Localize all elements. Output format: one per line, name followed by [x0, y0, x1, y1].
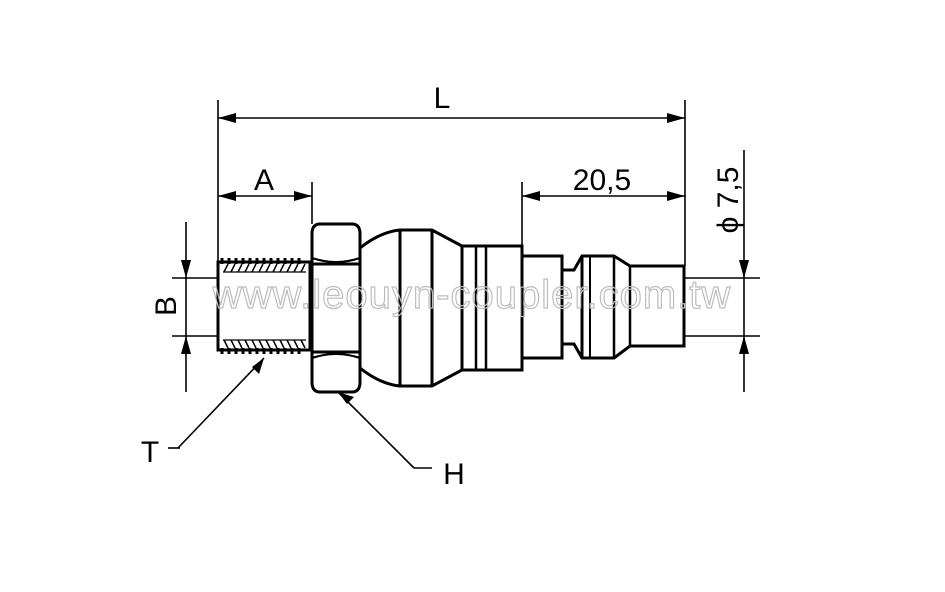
watermark-text: www.leouyn-coupler.com.tw	[212, 273, 732, 317]
callout-leaders	[168, 357, 432, 469]
dimension-plug-length	[522, 191, 685, 201]
plug-nose	[520, 254, 686, 360]
label-plug-length: 20,5	[573, 164, 631, 197]
label-T: T	[141, 436, 159, 469]
hex-nut	[310, 222, 362, 394]
leader-thread	[168, 357, 265, 449]
dimension-lines	[172, 100, 760, 392]
label-H: H	[443, 458, 465, 491]
label-plug-diameter: ϕ 7,5	[712, 167, 745, 234]
label-A: A	[254, 164, 274, 197]
dimension-L	[218, 113, 685, 123]
dimension-plug-diameter	[684, 150, 760, 392]
threaded-end	[216, 258, 312, 354]
label-B: B	[150, 296, 183, 316]
dimension-A	[218, 191, 312, 201]
body-neck	[359, 228, 401, 388]
part-outline	[216, 222, 686, 394]
leader-hex	[337, 391, 432, 469]
dimension-B	[172, 222, 218, 392]
label-L: L	[434, 82, 451, 115]
